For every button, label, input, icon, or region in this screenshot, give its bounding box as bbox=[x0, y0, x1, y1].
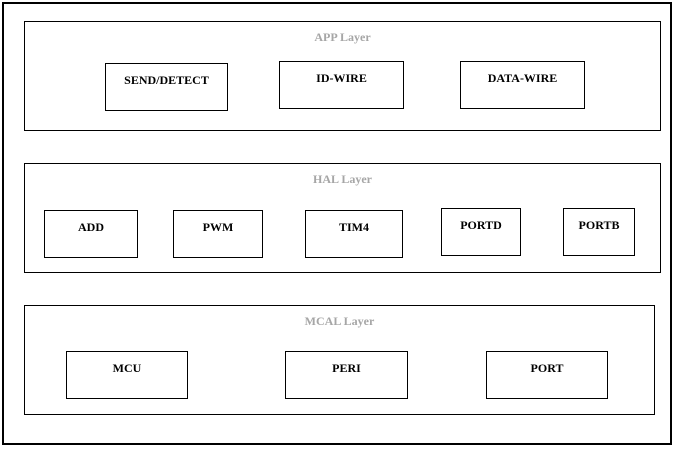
hal-layer-title: HAL Layer bbox=[313, 172, 372, 186]
app-layer: APP Layer SEND/DETECT ID-WIRE DATA-WIRE bbox=[24, 21, 661, 131]
hal-layer: HAL Layer ADD PWM TIM4 PORTD PORTB bbox=[24, 163, 661, 273]
diagram-frame bbox=[2, 2, 672, 445]
port-module: PORT bbox=[486, 351, 608, 399]
mcal-layer: MCAL Layer MCU PERI PORT bbox=[24, 305, 655, 415]
data-wire-module: DATA-WIRE bbox=[460, 61, 585, 109]
tim4-module: TIM4 bbox=[305, 210, 403, 258]
id-wire-module: ID-WIRE bbox=[279, 61, 404, 109]
mcu-module: MCU bbox=[66, 351, 188, 399]
peri-module: PERI bbox=[285, 351, 408, 399]
add-module: ADD bbox=[44, 210, 138, 258]
send-detect-module: SEND/DETECT bbox=[105, 63, 228, 111]
app-layer-title: APP Layer bbox=[314, 30, 371, 44]
portb-module: PORTB bbox=[563, 208, 635, 256]
mcal-layer-title: MCAL Layer bbox=[304, 314, 375, 328]
portd-module: PORTD bbox=[441, 208, 521, 256]
pwm-module: PWM bbox=[173, 210, 263, 258]
